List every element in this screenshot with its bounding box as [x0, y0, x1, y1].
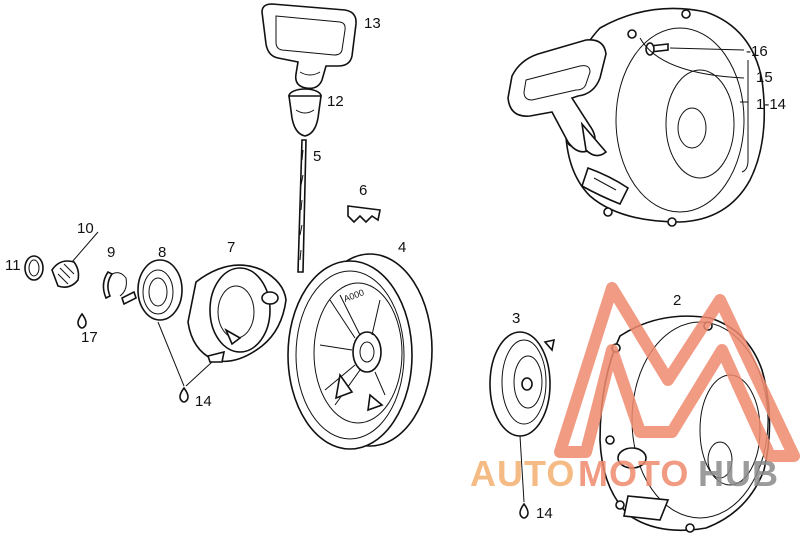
label-17: 17	[81, 329, 98, 346]
part-9-c-clip	[102, 270, 127, 300]
oil-drop-icon	[519, 502, 529, 519]
label-5: 5	[313, 148, 321, 165]
label-10: 10	[77, 220, 94, 237]
part-7-drive-cup	[187, 264, 287, 363]
part-10-spring-pin	[51, 231, 99, 288]
label-12: 12	[327, 93, 344, 110]
lubrication-drop-icons	[77, 312, 529, 519]
label-8: 8	[158, 244, 166, 261]
part-8-pawl-spring	[121, 259, 183, 321]
label-9: 9	[107, 244, 115, 261]
brand-watermark: AUTO MOTO HUB	[470, 282, 800, 494]
label-4: 4	[398, 239, 406, 256]
part-13-handle	[261, 3, 357, 90]
label-16: -16	[746, 43, 768, 60]
part-6-clip	[347, 205, 381, 224]
watermark-text-auto: AUTO	[470, 453, 575, 494]
label-1-14: 1-14	[756, 96, 786, 113]
oil-drop-icon	[77, 312, 87, 329]
label-13: 13	[364, 15, 381, 32]
label-14-left: 14	[195, 393, 212, 410]
part-4-pulley-wheel: A000	[287, 253, 433, 450]
part-5-rope	[297, 139, 307, 273]
oil-drop-icon	[179, 386, 189, 403]
watermark-text-moto: MOTO	[578, 453, 689, 494]
part-12-knob	[288, 88, 322, 137]
part-3-spring-housing	[489, 331, 556, 437]
assembly-1-14-housing	[507, 7, 766, 227]
label-11: 11	[5, 257, 21, 274]
watermark-logo-mark	[554, 282, 800, 462]
label-7: 7	[227, 239, 235, 256]
label-3: 3	[512, 310, 520, 327]
label-6: 6	[359, 182, 367, 199]
label-14-bottom: 14	[536, 505, 553, 522]
label-2: 2	[673, 292, 681, 309]
watermark-text-hub: HUB	[698, 453, 779, 494]
label-15: 15	[756, 69, 773, 86]
part-11-ring	[24, 255, 44, 281]
